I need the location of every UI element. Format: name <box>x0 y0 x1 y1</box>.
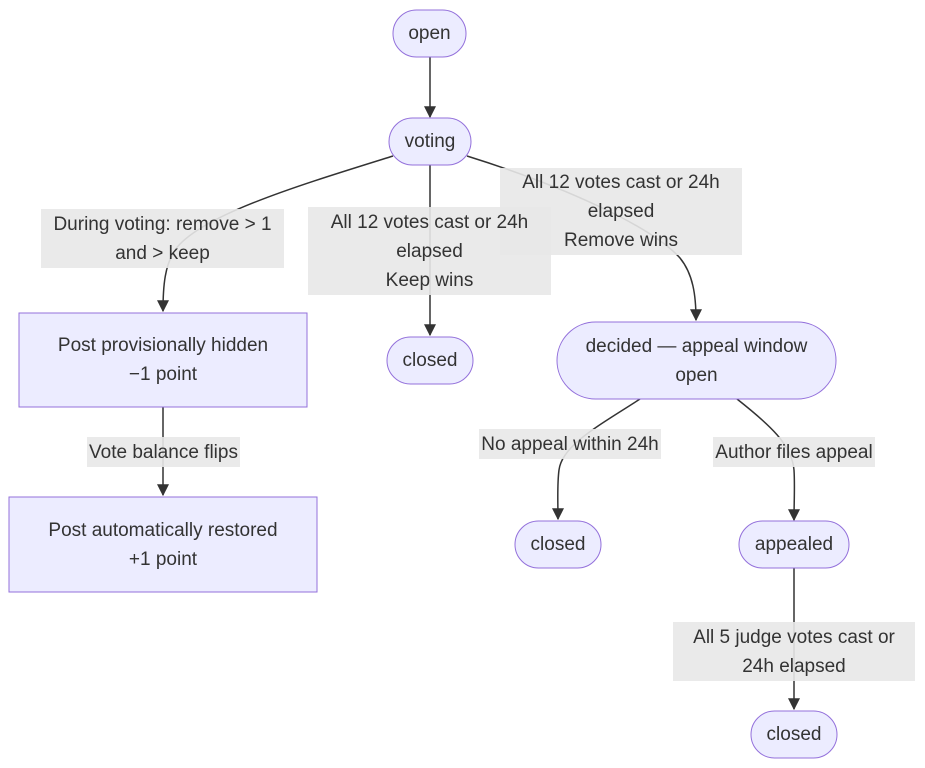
edge-label-no-appeal: No appeal within 24h <box>481 433 659 455</box>
node-open <box>392 9 467 58</box>
edge-label-vote-flips: Vote balance flips <box>89 441 238 463</box>
edge-label-judge-votes: All 5 judge votes cast or 24h elapsed <box>693 626 895 677</box>
node-closed-keep <box>386 336 474 385</box>
node-decided <box>556 321 837 400</box>
node-appealed <box>738 520 850 569</box>
node-voting <box>388 117 472 166</box>
node-restored-label: Post automatically restored +1 point <box>48 519 278 570</box>
node-voting-label: voting <box>404 131 456 152</box>
node-decided-label: decided — appeal window open <box>585 335 808 386</box>
node-hidden <box>18 312 308 408</box>
edge-label-bg-judge-votes <box>673 622 915 681</box>
edge-label-during-voting: During voting: remove > 1 and > keep <box>53 213 272 264</box>
edge-label-bg-no-appeal <box>479 429 661 459</box>
node-closed-final-label: closed <box>766 724 822 745</box>
edge-label-files-appeal: Author files appeal <box>715 441 873 463</box>
edge-label-bg-files-appeal <box>713 437 875 467</box>
node-appealed-label: appealed <box>754 534 834 555</box>
node-restored <box>8 496 318 593</box>
node-closed-keep-label: closed <box>402 350 458 371</box>
edge-decided-to-closed-noappeal <box>551 398 641 521</box>
edge-label-bg-vote-flips <box>87 437 240 467</box>
node-open-label: open <box>408 23 451 44</box>
node-closed-noappeal <box>514 520 602 569</box>
node-hidden-label: Post provisionally hidden −1 point <box>57 335 269 385</box>
edge-decided-to-appealed <box>736 398 801 522</box>
edge-label-keep-wins: All 12 votes cast or 24h elapsed Keep wi… <box>330 211 529 291</box>
node-closed-noappeal-label: closed <box>530 534 586 555</box>
node-closed-final <box>750 710 838 759</box>
edge-label-bg-remove-wins <box>500 168 742 255</box>
edge-label-bg-during-voting <box>41 209 284 268</box>
edge-label-remove-wins: All 12 votes cast or 24h elapsed Remove … <box>522 172 720 251</box>
